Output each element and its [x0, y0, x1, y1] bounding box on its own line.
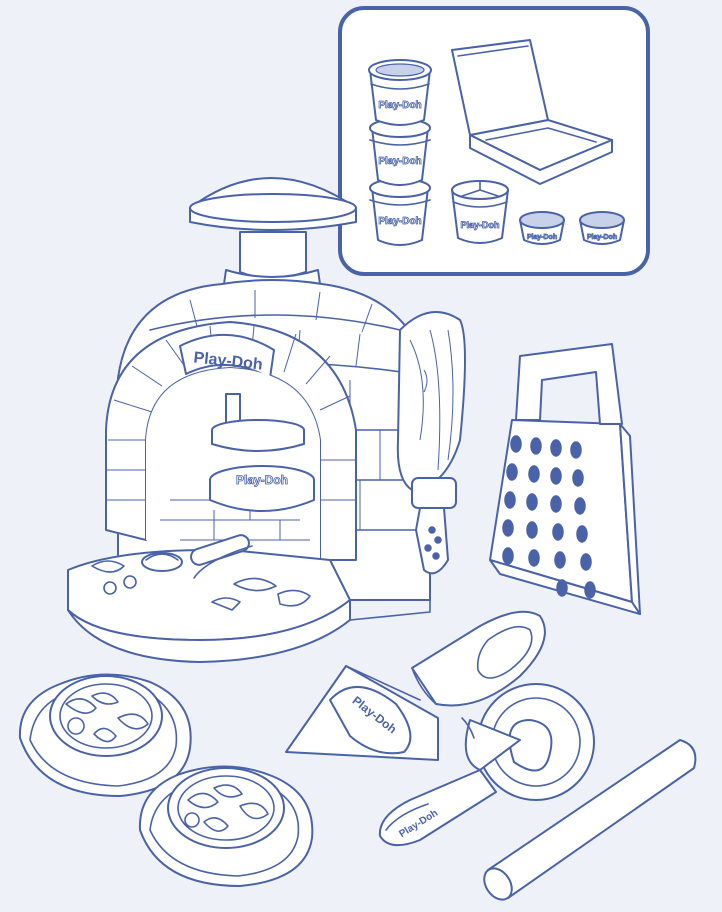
small-compound-can-icon: Play-Doh	[579, 211, 625, 245]
pizza-peel-icon	[396, 311, 466, 575]
divided-compound-can-icon: Play-Doh	[451, 180, 509, 244]
dough-press-icon: Play-Doh	[209, 393, 315, 512]
can-logo: Play-Doh	[378, 156, 421, 167]
rolling-pin-icon	[483, 739, 697, 901]
press-logo: Play-Doh	[236, 473, 288, 487]
grater-icon	[489, 343, 641, 615]
small-compound-can-icon: Play-Doh	[519, 211, 565, 245]
grater-holes	[502, 435, 596, 599]
compound-can-stack-icon: Play-Doh Play-Doh Play-Doh	[368, 59, 432, 246]
can-logo: Play-Doh	[527, 234, 557, 241]
pizza-plate-icon	[138, 765, 314, 887]
pizza-oven-icon: Play-Doh Play-Doh	[67, 177, 431, 663]
pizza-plate-icon	[18, 673, 192, 797]
can-logo: Play-Doh	[378, 216, 421, 227]
pizza-server-icon: Play-Doh	[285, 610, 546, 761]
pizza-box-icon	[451, 39, 613, 185]
can-logo: Play-Doh	[378, 100, 421, 111]
inset-panel: Play-Doh Play-Doh Play-Doh Play-Doh	[338, 6, 650, 276]
can-logo: Play-Doh	[587, 234, 617, 241]
can-logo: Play-Doh	[460, 220, 499, 230]
